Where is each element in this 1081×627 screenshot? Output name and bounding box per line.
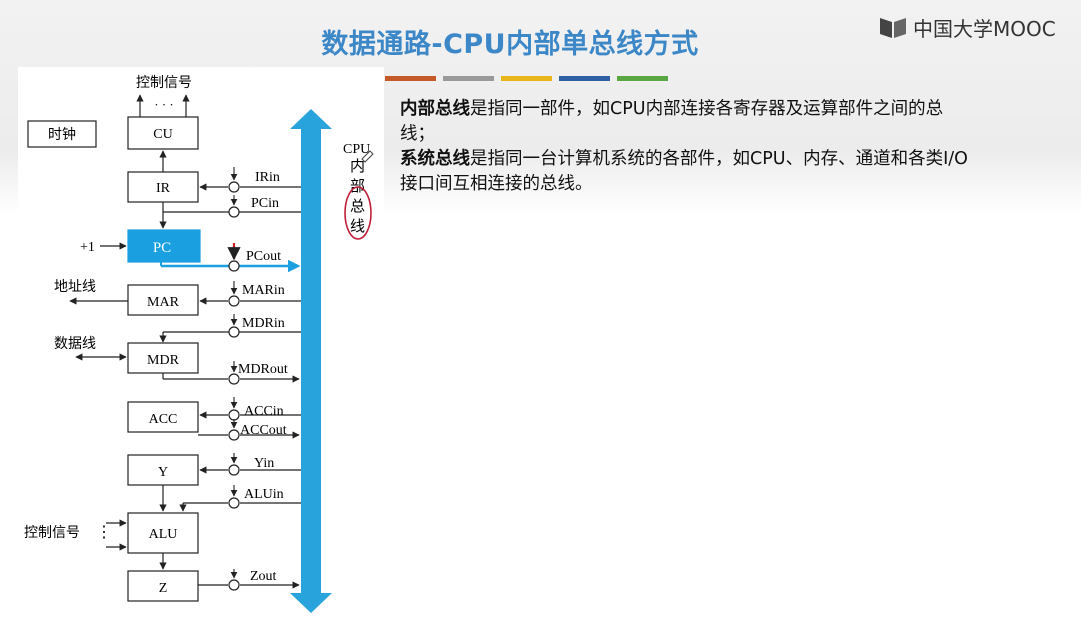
ir-label: IR xyxy=(156,181,171,196)
control-signal-label: 控制信号 xyxy=(136,75,192,91)
mdrin-gate xyxy=(228,326,240,338)
annotation-circle xyxy=(344,186,372,240)
y-register xyxy=(127,454,199,486)
address-line-label: 地址线 xyxy=(54,279,96,295)
slide-title: 数据通路-CPU内部单总线方式 xyxy=(321,29,699,60)
color-bar-5 xyxy=(617,76,668,81)
cu-register xyxy=(127,116,199,150)
pc-register xyxy=(127,229,201,263)
z-register xyxy=(127,570,199,602)
acc-label: ACC xyxy=(149,412,178,427)
accin-label: ACCin xyxy=(244,404,284,419)
y-label: Y xyxy=(158,465,168,480)
control-dots: · · · xyxy=(154,97,174,112)
marin-gate xyxy=(228,295,240,307)
zout-gate xyxy=(228,579,240,591)
internal-bus-term: 内部总线 xyxy=(400,99,470,119)
alu-label: ALU xyxy=(149,527,178,542)
mdrout-gate xyxy=(228,373,240,385)
mar-label: MAR xyxy=(147,295,180,310)
pc-label: PC xyxy=(153,240,171,256)
alu-unit xyxy=(127,512,199,554)
marin-label: MARin xyxy=(242,283,285,298)
mdrout-label: MDRout xyxy=(238,362,288,377)
irin-gate xyxy=(228,181,240,193)
internal-bus xyxy=(290,109,332,613)
pcin-label: PCin xyxy=(251,196,279,211)
accout-label: ACCout xyxy=(240,423,287,438)
cu-label: CU xyxy=(153,127,172,142)
alu-control-signal-label: 控制信号 xyxy=(24,525,80,541)
pen-cursor-icon xyxy=(361,150,374,163)
mdr-register xyxy=(127,342,199,374)
mdr-label: MDR xyxy=(147,353,180,368)
color-bars xyxy=(385,76,668,81)
bus-label-char-4: 线 xyxy=(350,218,365,235)
mooc-book-icon xyxy=(880,18,906,38)
pcin-gate xyxy=(228,206,240,218)
accin-gate xyxy=(228,409,240,421)
datapath-svg: CPU 内 部 总 线 时钟 控制信号 · · · CU IR IRin PCi… xyxy=(24,75,374,613)
acc-register xyxy=(127,401,199,433)
pcout-label: PCout xyxy=(246,249,281,264)
bus-label-cpu: CPU xyxy=(343,142,370,157)
data-line-label: 数据线 xyxy=(54,336,96,352)
yin-gate xyxy=(228,464,240,476)
clock-label: 时钟 xyxy=(48,126,76,143)
zout-label: Zout xyxy=(250,569,277,584)
z-label: Z xyxy=(159,581,168,596)
internal-bus-definition: 内部总线是指同一部件，如CPU内部连接各寄存器及运算部件之间的总线； xyxy=(400,97,970,147)
system-bus-definition: 系统总线是指同一台计算机系统的各部件，如CPU、内存、通道和各类I/O接口间互相… xyxy=(400,147,970,197)
aluin-label: ALUin xyxy=(244,487,284,502)
accout-gate xyxy=(228,429,240,441)
color-bar-3 xyxy=(501,76,552,81)
plus-one-label: +1 xyxy=(80,240,95,255)
color-bar-4 xyxy=(559,76,610,81)
clock-box xyxy=(27,120,97,148)
yin-label: Yin xyxy=(254,456,274,471)
color-bar-1 xyxy=(385,76,436,81)
datapath-diagram: CPU 内 部 总 线 时钟 控制信号 · · · CU IR IRin PCi… xyxy=(18,67,384,615)
bus-label-char-1: 内 xyxy=(350,158,365,175)
pcout-gate xyxy=(228,260,240,272)
bus-label-char-3: 总 xyxy=(350,198,365,215)
color-bar-2 xyxy=(443,76,494,81)
mdrin-label: MDRin xyxy=(242,316,285,331)
logo-text: 中国大学MOOC xyxy=(913,16,1056,41)
irin-label: IRin xyxy=(255,170,280,185)
aluin-gate xyxy=(228,497,240,509)
mar-register xyxy=(127,284,199,316)
alu-control-dots: ⋮ xyxy=(96,524,112,541)
description-panel: 内部总线是指同一部件，如CPU内部连接各寄存器及运算部件之间的总线； 系统总线是… xyxy=(400,97,970,197)
internal-bus-text: 是指同一部件，如CPU内部连接各寄存器及运算部件之间的总线； xyxy=(400,99,944,144)
system-bus-term: 系统总线 xyxy=(400,149,470,169)
system-bus-text: 是指同一台计算机系统的各部件，如CPU、内存、通道和各类I/O接口间互相连接的总… xyxy=(400,149,968,194)
mooc-logo: 中国大学MOOC xyxy=(878,12,1056,42)
